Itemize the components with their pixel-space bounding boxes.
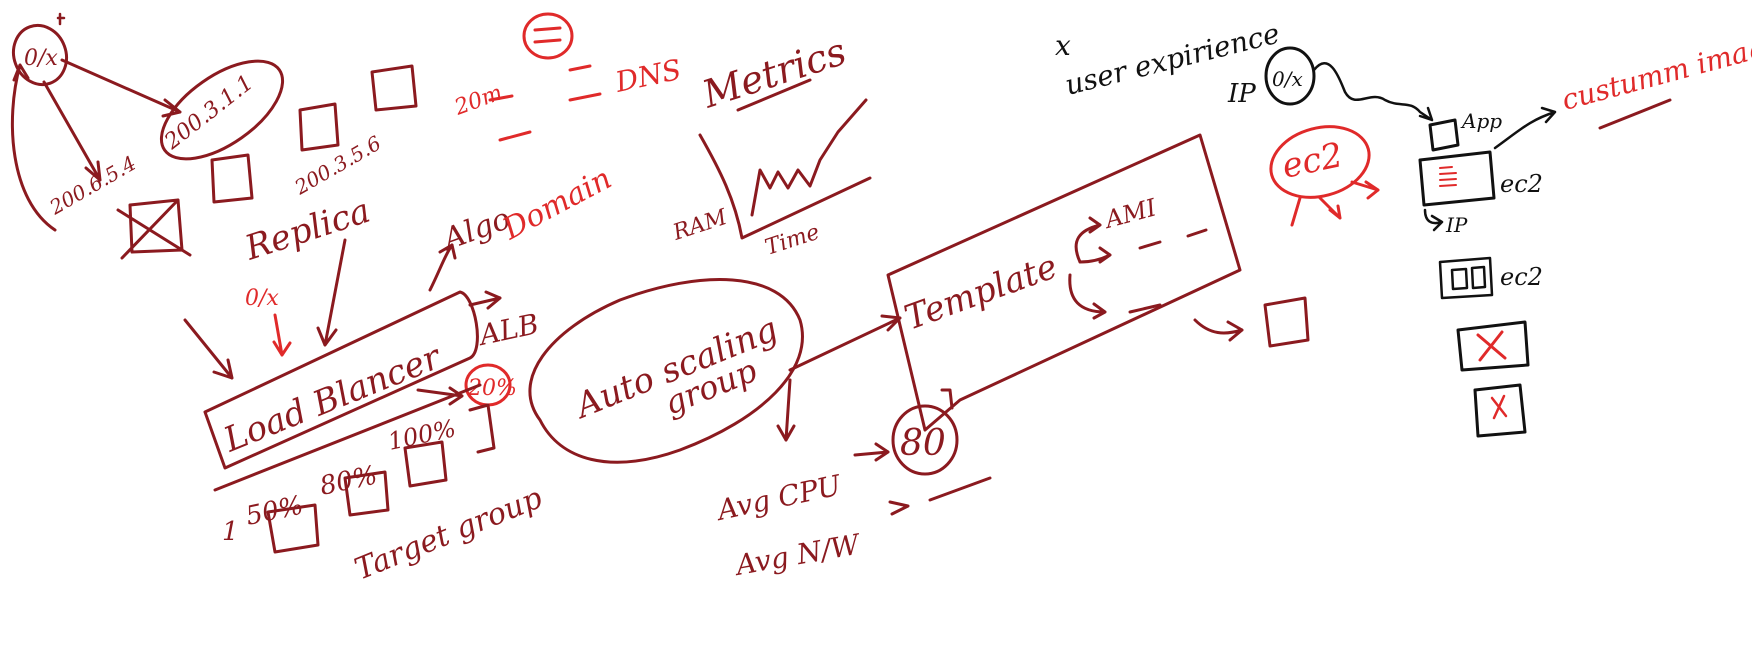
ec2-double-box: [1438, 256, 1494, 300]
arrow-app-to-custom-image: [1493, 106, 1557, 150]
app-label: App: [1460, 109, 1502, 133]
ec2-ip-arrow: [1423, 208, 1444, 232]
replica-label: Replica: [239, 191, 375, 269]
ec2-instance-box: [1418, 150, 1496, 207]
arrow-ip-loop: [10, 63, 57, 232]
arrow-ip-down: [42, 80, 102, 182]
target-box-4: [468, 403, 496, 454]
target-box-3: [403, 440, 448, 488]
pct-20-label: 20%: [467, 376, 517, 401]
ec2-red-arrows: [1290, 180, 1380, 227]
dns-circle-lines: [533, 26, 562, 44]
ec2-instance-lines: [1439, 166, 1457, 187]
eighty-ticks: [940, 388, 954, 410]
arrow-ip-red-to-lb: [272, 313, 292, 357]
target-box-2: [343, 470, 390, 517]
crossed-box-1: [1456, 320, 1530, 372]
target-group-label: Target group: [350, 481, 547, 588]
metrics-axes: [698, 133, 872, 240]
custom-image-label: custumm image: [1558, 26, 1752, 116]
ami-label: AMI: [1100, 193, 1159, 234]
custom-image-underline: [1598, 98, 1672, 130]
template-box: [886, 133, 1242, 432]
avg-nw-arrow: [888, 476, 992, 516]
avg-nw-label: Avg N/W: [731, 527, 864, 582]
autoscaling-oval: [528, 278, 804, 464]
ec2-red-block: ec2: [1269, 125, 1380, 227]
eighty-label: 80: [900, 423, 946, 464]
server-box-1: [210, 153, 254, 204]
ip-to-app-squiggle: [1312, 62, 1434, 122]
server-box-3: [370, 64, 418, 112]
arrow-ip-to-server: [60, 58, 182, 118]
template-branch-arrows: [1068, 216, 1112, 320]
alb-label: ALB: [474, 307, 542, 352]
crossed-box-2: [1473, 383, 1527, 438]
domain-label: Domain: [496, 161, 617, 247]
target-box-1: [266, 503, 320, 554]
ip-top-left-label: 0/x: [24, 46, 58, 71]
template-output-box: [1263, 296, 1310, 348]
ip-pin-mark: [56, 12, 66, 26]
dns-label: DNS: [612, 53, 685, 99]
arrow-template-to-box: [1193, 318, 1244, 342]
server-box-2: [298, 102, 340, 152]
pct-100-label: 100%: [385, 414, 458, 456]
user-experience-block: x user expirience IP 0/x App custumm ima…: [1055, 17, 1752, 438]
ram-label: RAM: [669, 205, 730, 246]
crossed-server-box: [116, 198, 192, 260]
load-balancer-box: [203, 290, 479, 470]
ip-right-label: IP: [1227, 79, 1256, 109]
crossed-box-1-x: [1476, 330, 1507, 362]
ip-cluster: 0/x 200.3.1.1 200.6.5.4 200.3.5.6 Replic…: [10, 12, 685, 588]
eighty-circle: [891, 404, 959, 476]
ec2-right-label-1: ec2: [1500, 170, 1543, 198]
ip-red-label: 0/x: [245, 286, 279, 311]
ip-small-label: IP: [1445, 213, 1468, 237]
metrics-underline: [736, 78, 812, 112]
ip-200-6-5-4: 200.6.5.4: [45, 151, 141, 220]
template-dashes: [1128, 228, 1208, 314]
x-mark: x: [1055, 29, 1071, 62]
dns-dashes: [488, 64, 602, 142]
ip-right-circle-label: 0/x: [1272, 67, 1303, 91]
metrics-label: Metrics: [696, 29, 851, 117]
template-block: Template AMI: [886, 133, 1310, 432]
arrow-left-to-lb: [183, 318, 234, 380]
metrics-sketch: Metrics RAM Time: [669, 29, 872, 261]
arrow-autoscaling-to-template: [788, 314, 902, 372]
app-box: [1428, 118, 1460, 152]
ip-right-circle: [1264, 46, 1316, 106]
avg-cpu-label: Avg CPU: [712, 468, 846, 527]
server-ip-oval: [159, 59, 285, 161]
target-one-label: 1: [222, 517, 239, 547]
arrow-lb-to-alb: [468, 290, 502, 310]
lb-underline: [213, 383, 482, 492]
metrics-line: [750, 98, 868, 217]
dns-circle: [522, 12, 574, 60]
arrow-autoscaling-down: [776, 378, 796, 442]
twenty-m-label: 20m: [451, 80, 506, 121]
arrow-cpu-to-80: [853, 442, 890, 462]
ec2-right-label-2: ec2: [1500, 263, 1543, 291]
ec2-red-label: ec2: [1279, 135, 1347, 187]
ip-circle-top-left: [12, 23, 68, 87]
ec2-red-oval: [1269, 125, 1371, 199]
crossed-box-2-x: [1490, 394, 1508, 420]
arrow-lb-to-algo: [428, 243, 457, 292]
arrow-replica-to-lb: [316, 238, 347, 347]
